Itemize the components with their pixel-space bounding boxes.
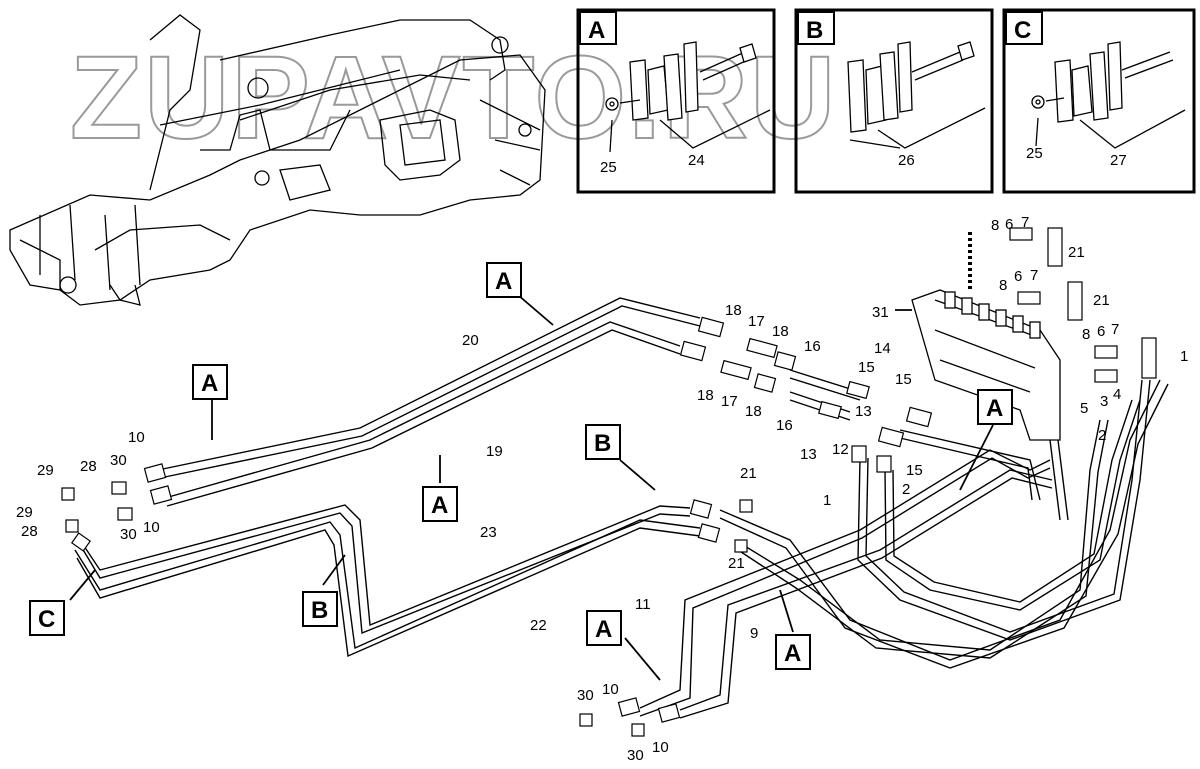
callout-a-5: A xyxy=(586,610,622,646)
part-label-18: 18 xyxy=(745,403,762,420)
part-label-6: 6 xyxy=(1097,323,1105,340)
detail-a-part-25: 25 xyxy=(600,159,617,176)
callout-b-1: B xyxy=(585,424,621,460)
chassis-frame-illustration xyxy=(9,14,546,306)
svg-text:B: B xyxy=(311,597,328,624)
part-numbers: 1 1 2 2 3 4 5 6 6 6 7 7 7 8 8 8 9 10 10 … xyxy=(16,214,1188,764)
part-label-10: 10 xyxy=(143,519,160,536)
part-label-16: 16 xyxy=(804,338,821,355)
svg-text:A: A xyxy=(431,492,448,519)
part-label-14: 14 xyxy=(874,340,891,357)
detail-box-b-letter: B xyxy=(806,17,823,44)
svg-text:A: A xyxy=(495,268,512,295)
part-label-16: 16 xyxy=(776,417,793,434)
control-valve-block xyxy=(911,232,1061,441)
svg-text:A: A xyxy=(595,616,612,643)
detail-a-part-24: 24 xyxy=(688,152,705,169)
part-label-19: 19 xyxy=(486,443,503,460)
part-label-15: 15 xyxy=(906,462,923,479)
part-label-18: 18 xyxy=(772,323,789,340)
part-label-21: 21 xyxy=(1068,244,1085,261)
part-label-18: 18 xyxy=(725,302,742,319)
part-label-28: 28 xyxy=(21,523,38,540)
part-label-4: 4 xyxy=(1113,386,1121,403)
callout-a-2: A xyxy=(192,364,228,400)
part-label-6: 6 xyxy=(1005,216,1013,233)
part-label-13: 13 xyxy=(855,403,872,420)
part-label-3: 3 xyxy=(1100,393,1108,410)
detail-box-c-letter: C xyxy=(1014,17,1031,44)
svg-text:A: A xyxy=(784,640,801,667)
part-label-11: 11 xyxy=(635,596,651,613)
part-label-10: 10 xyxy=(652,739,669,756)
part-label-5: 5 xyxy=(1080,400,1088,417)
part-label-6: 6 xyxy=(1014,268,1022,285)
part-label-21: 21 xyxy=(1093,292,1110,309)
part-label-2: 2 xyxy=(1098,427,1106,444)
callouts: A A A B B C A A A xyxy=(29,262,1013,670)
detail-box-c: C 25 27 xyxy=(1002,8,1196,194)
part-label-10: 10 xyxy=(128,429,145,446)
part-label-31: 31 xyxy=(872,304,889,321)
part-label-21: 21 xyxy=(740,465,757,482)
fittings xyxy=(61,227,1157,737)
part-label-22: 22 xyxy=(530,617,547,634)
clamp-assembly-a xyxy=(605,41,771,153)
part-label-30: 30 xyxy=(577,687,594,704)
part-label-7: 7 xyxy=(1021,214,1029,231)
part-label-28: 28 xyxy=(80,458,97,475)
part-label-18: 18 xyxy=(697,387,714,404)
part-label-7: 7 xyxy=(1030,267,1038,284)
detail-box-a-letter: A xyxy=(588,17,605,44)
part-label-29: 29 xyxy=(16,504,33,521)
part-label-8: 8 xyxy=(999,277,1007,294)
part-label-15: 15 xyxy=(858,359,875,376)
detail-b-part-26: 26 xyxy=(898,152,915,169)
svg-text:A: A xyxy=(201,370,218,397)
detail-box-a: A 25 24 xyxy=(576,8,776,194)
callout-b-2: B xyxy=(302,591,338,627)
callout-c-1: C xyxy=(29,600,65,636)
part-label-8: 8 xyxy=(1082,326,1090,343)
part-label-2: 2 xyxy=(902,481,910,498)
part-label-30: 30 xyxy=(110,452,127,469)
svg-text:A: A xyxy=(986,395,1003,422)
clamp-assembly-b xyxy=(847,41,986,149)
detail-c-part-27: 27 xyxy=(1110,152,1127,169)
part-label-30: 30 xyxy=(120,526,137,543)
part-label-7: 7 xyxy=(1111,321,1119,338)
part-label-15: 15 xyxy=(895,371,912,388)
callout-a-1: A xyxy=(486,262,522,298)
part-label-13: 13 xyxy=(800,446,817,463)
callout-a-6: A xyxy=(775,634,811,670)
part-label-10: 10 xyxy=(602,681,619,698)
watermark: ZUPAVTO.RU xyxy=(70,32,837,164)
part-label-23: 23 xyxy=(480,524,497,541)
detail-c-part-25: 25 xyxy=(1026,145,1043,162)
callout-a-4: A xyxy=(977,389,1013,425)
svg-text:C: C xyxy=(38,606,55,633)
part-label-29: 29 xyxy=(37,462,54,479)
svg-text:B: B xyxy=(594,430,611,457)
part-label-9: 9 xyxy=(750,625,758,642)
part-label-8: 8 xyxy=(991,217,999,234)
hydraulic-hoses xyxy=(74,297,1169,719)
detail-box-b: B 26 xyxy=(794,8,994,194)
part-label-20: 20 xyxy=(462,332,479,349)
part-label-17: 17 xyxy=(748,313,765,330)
part-label-17: 17 xyxy=(721,393,738,410)
part-label-21: 21 xyxy=(728,555,745,572)
leader-lines xyxy=(69,294,994,681)
part-label-1: 1 xyxy=(823,492,831,509)
part-label-12: 12 xyxy=(832,441,849,458)
clamp-assembly-c xyxy=(1031,41,1186,149)
callout-a-3: A xyxy=(422,486,458,522)
part-label-1: 1 xyxy=(1180,348,1188,365)
part-label-30: 30 xyxy=(627,747,644,764)
